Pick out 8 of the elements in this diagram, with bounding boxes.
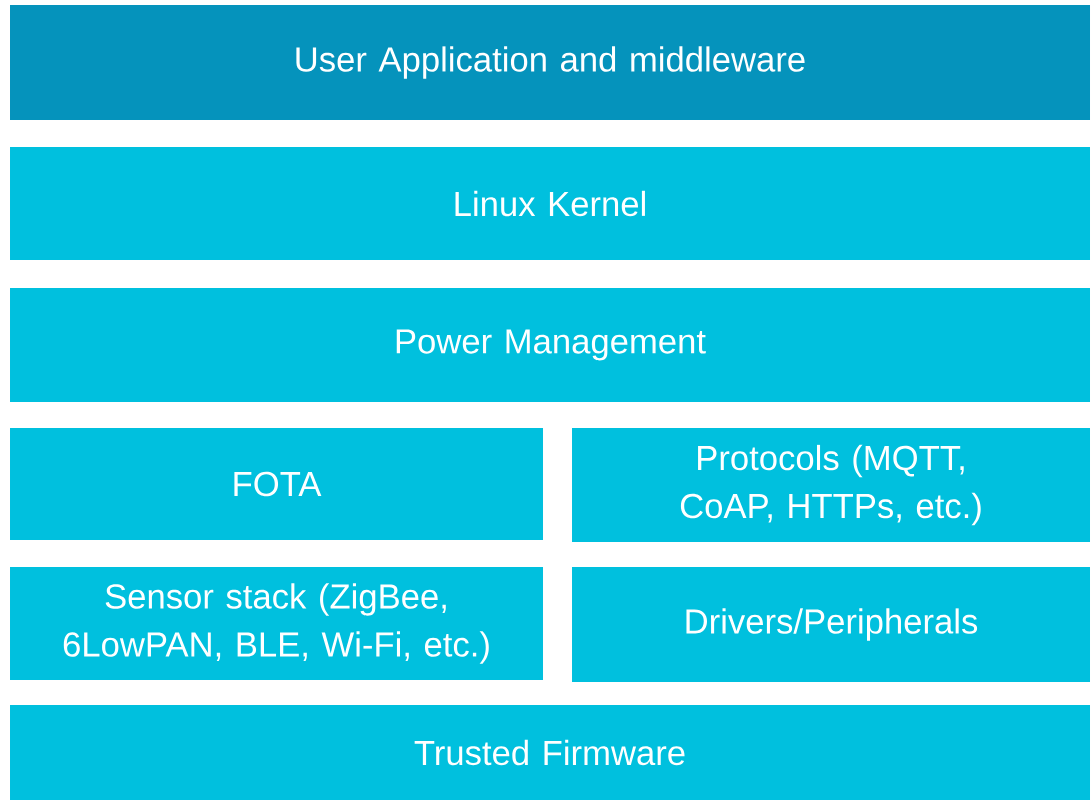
layer-box: Protocols (MQTT, CoAP, HTTPs, etc.) [572,428,1090,542]
layer-box: Drivers/Peripherals [572,567,1090,682]
layer-box: Power Management [10,288,1090,402]
layer-box: User Application and middleware [10,5,1090,120]
layer-box: Trusted Firmware [10,705,1090,800]
layer-box: FOTA [10,428,543,540]
layer-box: Linux Kernel [10,147,1090,260]
layer-box: Sensor stack (ZigBee, 6LowPAN, BLE, Wi-Fi, etc.) [10,567,543,680]
